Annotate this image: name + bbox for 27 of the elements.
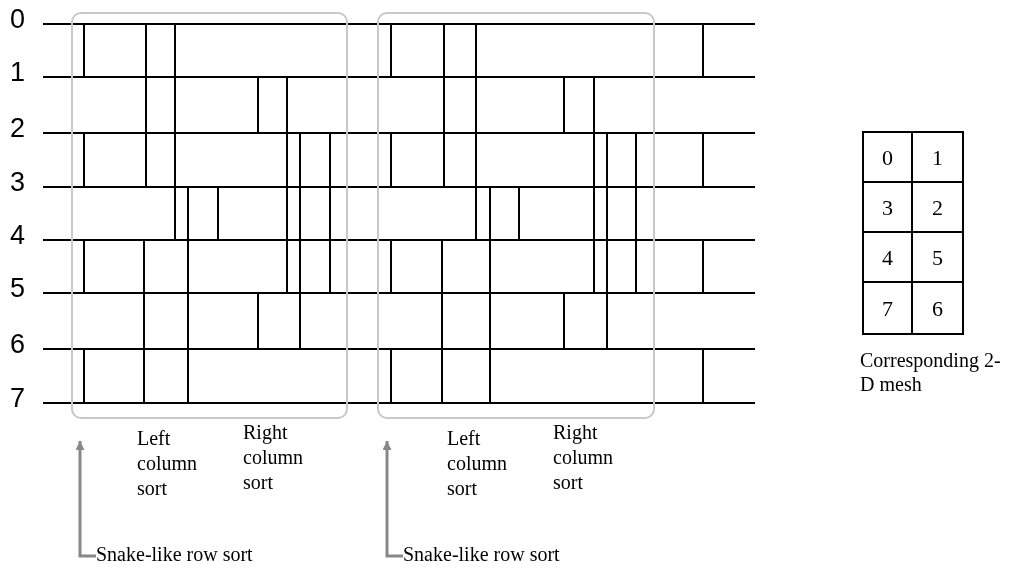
mesh-cell: 5 xyxy=(913,233,962,283)
wire-number: 1 xyxy=(10,57,26,87)
mesh-cell: 3 xyxy=(864,183,913,233)
wire-number: 3 xyxy=(10,167,26,197)
group-frame xyxy=(71,12,348,419)
mesh-cell: 0 xyxy=(864,133,913,183)
wire-number: 6 xyxy=(10,329,26,359)
wire-number: 5 xyxy=(10,273,26,303)
stage-label: Right column sort xyxy=(553,420,614,495)
wire-number: 0 xyxy=(10,4,26,34)
stage-label: Left column sort xyxy=(137,426,198,501)
mesh-cell-text: 6 xyxy=(931,294,944,323)
mesh-cell: 1 xyxy=(913,133,962,183)
mesh-cell: 2 xyxy=(913,183,962,233)
stage-label: Right column sort xyxy=(243,420,304,495)
arrow xyxy=(75,441,96,558)
arrow xyxy=(382,441,403,558)
mesh-cell: 7 xyxy=(864,283,913,333)
mesh-cell: 4 xyxy=(864,233,913,283)
caption-text: Snake-like row sort xyxy=(96,540,253,568)
caption-text: Snake-like row sort xyxy=(403,540,560,568)
wire-number: 7 xyxy=(10,383,26,413)
mesh-caption: Corresponding 2-D mesh xyxy=(860,348,1002,396)
wire-number: 2 xyxy=(10,113,26,143)
wire-number: 4 xyxy=(10,220,26,250)
stage-label: Left column sort xyxy=(447,426,508,501)
group-frame xyxy=(377,12,655,419)
